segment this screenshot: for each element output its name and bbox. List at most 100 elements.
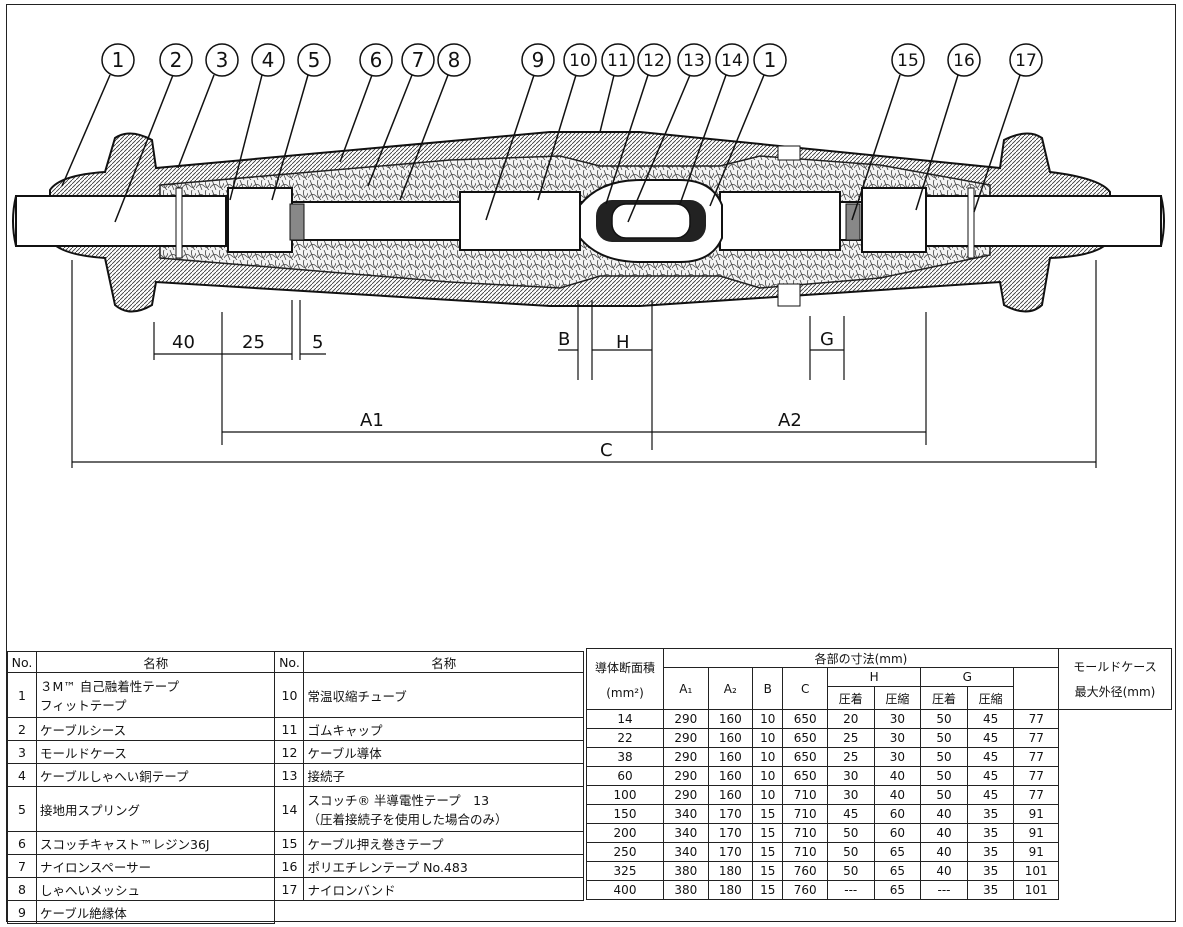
dims-cell: 40	[920, 823, 968, 843]
svg-text:12: 12	[643, 51, 665, 71]
dims-cell: 35	[966, 823, 1015, 843]
dims-cell: 160	[707, 728, 754, 748]
dims-cell: 15	[752, 880, 784, 900]
dims-cell: 50	[920, 728, 968, 748]
dims-cell: 35	[966, 861, 1015, 881]
callout-17: 17	[1009, 43, 1043, 77]
dims-cell: 60	[873, 823, 922, 843]
leader-lines	[61, 74, 1021, 223]
dims-cell: 65	[873, 880, 922, 900]
dims-cell: 15	[752, 861, 784, 881]
dims-cell: 60	[873, 804, 922, 824]
dims-cell: 650	[782, 728, 828, 748]
svg-text:8: 8	[448, 48, 461, 72]
callout-7: 7	[401, 43, 435, 77]
dims-cell: 150	[586, 804, 664, 824]
cable-joint-cross-section: 1 2 3 4 5 6 7 8 9 10 11 12 13 14 1 15 16…	[12, 43, 1165, 468]
callout-1: 1	[101, 43, 135, 77]
dims-cell: 760	[782, 861, 828, 881]
svg-text:1: 1	[764, 48, 777, 72]
dims-cell: 380	[663, 861, 709, 881]
svg-text:14: 14	[721, 51, 743, 71]
svg-text:11: 11	[607, 51, 629, 71]
dims-cell: 101	[1013, 880, 1059, 900]
dim-A2: A2	[778, 410, 802, 431]
spacers	[175, 145, 975, 307]
dims-cell: 400	[586, 880, 664, 900]
svg-text:7: 7	[412, 48, 425, 72]
dims-cell: 10	[752, 747, 784, 767]
dims-cell: 290	[663, 785, 709, 805]
dim-G: G	[820, 329, 834, 350]
callout-12: 12	[637, 43, 671, 77]
dims-cell: 650	[782, 766, 828, 786]
dims-cell: 50	[920, 709, 968, 729]
dims-cell: 50	[826, 861, 875, 881]
dims-cell: 77	[1013, 766, 1059, 786]
dims-cell: 40	[920, 861, 968, 881]
dims-cell: 160	[707, 785, 754, 805]
dims-cell: 30	[826, 785, 875, 805]
svg-text:4: 4	[262, 48, 275, 72]
dims-cell: 30	[873, 747, 922, 767]
callout-1b: 1	[753, 43, 787, 77]
dims-cell: 200	[586, 823, 664, 843]
callout-11: 11	[601, 43, 635, 77]
connector	[579, 179, 723, 263]
dims-cell: 65	[873, 861, 922, 881]
dims-cell: 40	[920, 842, 968, 862]
dims-cell: 250	[586, 842, 664, 862]
dim-B: B	[558, 329, 570, 350]
dims-cell: 38	[586, 747, 664, 767]
dims-cell: 650	[782, 747, 828, 767]
dims-cell: 340	[663, 842, 709, 862]
svg-text:3: 3	[216, 48, 229, 72]
dims-cell: 160	[707, 709, 754, 729]
dims-cell: 340	[663, 823, 709, 843]
callout-circles: 1 2 3 4 5 6 7 8 9 10 11 12 13 14 1 15 16…	[101, 43, 1043, 77]
dims-cell: 650	[782, 709, 828, 729]
dims-cell: 20	[826, 709, 875, 729]
dim-25: 25	[242, 332, 265, 353]
svg-text:2: 2	[170, 48, 183, 72]
parts-table: No. 名称 No. 名称 1 ３M™ 自己融着性テープフィットテープ 10 常…	[7, 651, 584, 924]
dims-cell: 50	[920, 747, 968, 767]
dims-cell: 710	[782, 842, 828, 862]
dims-cell: 45	[966, 747, 1015, 767]
dims-cell: 10	[752, 785, 784, 805]
svg-text:13: 13	[683, 51, 705, 71]
dims-cell: 30	[826, 766, 875, 786]
dims-cell: 180	[707, 861, 754, 881]
dimensions-table: 導体断面積(mm²) 各部の寸法(mm) モールドケース最大外径(mm) A₁ …	[586, 648, 1172, 900]
dims-cell: ---	[826, 880, 875, 900]
dims-cell: 65	[873, 842, 922, 862]
dims-cell: 91	[1013, 804, 1059, 824]
dims-cell: 91	[1013, 842, 1059, 862]
callout-2: 2	[159, 43, 193, 77]
dim-H: H	[616, 332, 630, 353]
cable-right	[924, 195, 1165, 247]
dims-cell: 30	[873, 728, 922, 748]
dims-cell: 170	[707, 823, 754, 843]
callout-6: 6	[359, 43, 393, 77]
dims-cell: 40	[920, 804, 968, 824]
svg-text:1: 1	[112, 48, 125, 72]
dims-cell: 100	[586, 785, 664, 805]
dims-cell: 50	[920, 785, 968, 805]
dims-cell: 22	[586, 728, 664, 748]
dim-C: C	[600, 440, 613, 461]
dims-cell: 290	[663, 709, 709, 729]
dims-cell: 710	[782, 823, 828, 843]
dims-cell: 25	[826, 728, 875, 748]
dims-cell: 101	[1013, 861, 1059, 881]
svg-text:16: 16	[953, 51, 975, 71]
dims-cell: 35	[966, 842, 1015, 862]
dims-cell: 77	[1013, 709, 1059, 729]
